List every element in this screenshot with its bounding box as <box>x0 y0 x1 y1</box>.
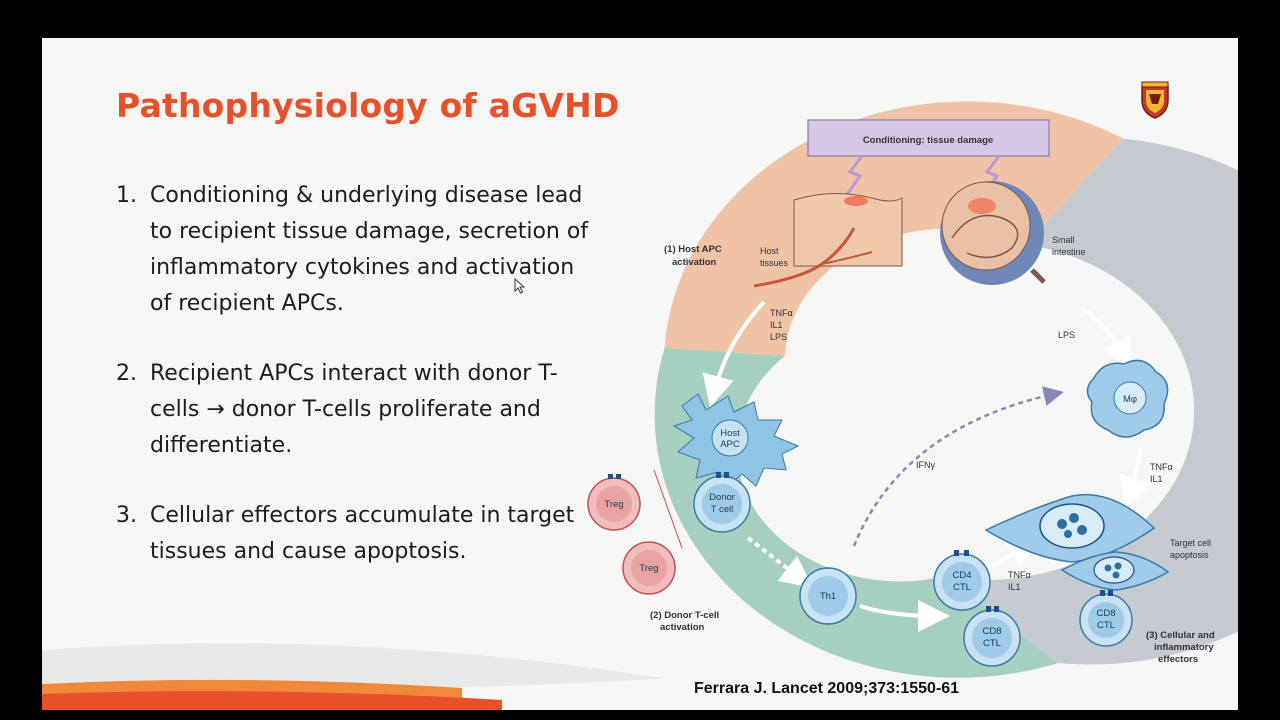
svg-text:Donor: Donor <box>709 492 735 503</box>
cd8-ctl-cell: CD8 CTL <box>963 606 1021 667</box>
svg-text:LPS: LPS <box>1058 330 1075 340</box>
svg-text:CTL: CTL <box>1097 620 1115 631</box>
point-text: Conditioning & underlying disease lead t… <box>150 183 589 316</box>
svg-text:IL1: IL1 <box>1150 474 1163 484</box>
point-text: Cellular effectors accumulate in target … <box>150 503 575 564</box>
citation: Ferrara J. Lancet 2009;373:1550-61 <box>694 680 960 697</box>
svg-text:T cell: T cell <box>711 504 734 515</box>
point-text: Recipient APCs interact with donor T-cel… <box>150 361 558 458</box>
svg-text:CD4: CD4 <box>952 570 971 581</box>
svg-text:intestine: intestine <box>1052 247 1086 257</box>
svg-text:tissues: tissues <box>760 258 789 268</box>
svg-text:Treg: Treg <box>604 499 623 510</box>
svg-text:TNFα: TNFα <box>1008 570 1031 580</box>
svg-text:Treg: Treg <box>639 563 658 574</box>
conditioning-banner: Conditioning: tissue damage <box>807 119 1050 197</box>
list-item: 2.Recipient APCs interact with donor T-c… <box>116 361 558 458</box>
svg-text:Conditioning: tissue damage: Conditioning: tissue damage <box>863 135 993 146</box>
svg-text:CD8: CD8 <box>1096 608 1115 619</box>
svg-text:(1) Host APC: (1) Host APC <box>664 244 722 255</box>
svg-text:CTL: CTL <box>953 582 971 593</box>
slide: Pathophysiology of aGVHD 1.Conditioning … <box>42 38 1238 710</box>
mouse-cursor-icon <box>514 278 526 294</box>
svg-text:LPS: LPS <box>770 332 787 342</box>
svg-text:Mφ: Mφ <box>1123 394 1137 405</box>
th1-cell: Th1 <box>799 567 857 625</box>
treg-cell-1: Treg <box>587 474 641 531</box>
target-cell-upper <box>984 493 1156 563</box>
target-cell-lower <box>1060 551 1170 591</box>
svg-text:IFNγ: IFNγ <box>916 460 935 470</box>
cd8-ctl-cell-right: CD8 CTL <box>1079 590 1133 647</box>
agvhd-diagram: Conditioning: tissue damage Host tissues… <box>587 101 1238 678</box>
svg-text:CTL: CTL <box>983 638 1001 649</box>
footer-decoration <box>42 643 662 710</box>
svg-text:CD8: CD8 <box>982 626 1001 637</box>
list-item: 1.Conditioning & underlying disease lead… <box>116 183 589 316</box>
cd4-ctl-cell: CD4 CTL <box>933 550 991 611</box>
svg-text:Host: Host <box>720 428 740 439</box>
svg-text:Target cell: Target cell <box>1170 538 1211 548</box>
bullet-list: 1.Conditioning & underlying disease lead… <box>116 178 596 604</box>
svg-text:apoptosis: apoptosis <box>1170 550 1209 560</box>
svg-text:IL1: IL1 <box>770 320 783 330</box>
svg-text:TNFα: TNFα <box>1150 462 1173 472</box>
donor-t-cell: Donor T cell <box>693 472 751 533</box>
slide-title: Pathophysiology of aGVHD <box>116 86 620 125</box>
svg-text:activation: activation <box>672 257 717 268</box>
svg-text:APC: APC <box>720 439 740 450</box>
svg-text:(3) Cellular and: (3) Cellular and <box>1146 630 1215 641</box>
host-tissue-illustration: Host tissues <box>753 192 903 288</box>
svg-text:Th1: Th1 <box>820 591 836 602</box>
svg-text:Small: Small <box>1052 235 1075 245</box>
macrophage-cell: Mφ <box>1086 359 1169 438</box>
host-apc-cell: Host APC <box>672 393 800 489</box>
university-crest-icon <box>1141 81 1169 119</box>
svg-text:(2) Donor T-cell: (2) Donor T-cell <box>650 610 719 621</box>
svg-text:TNFα: TNFα <box>770 308 793 318</box>
svg-text:inflammatory: inflammatory <box>1154 642 1214 653</box>
treg-cell-2: Treg <box>622 541 676 595</box>
svg-text:IL1: IL1 <box>1008 582 1021 592</box>
svg-text:Host: Host <box>760 246 779 256</box>
list-item: 3.Cellular effectors accumulate in targe… <box>116 503 575 564</box>
small-intestine-illustration: Small intestine <box>940 181 1086 285</box>
svg-text:activation: activation <box>660 622 705 633</box>
svg-text:effectors: effectors <box>1158 654 1198 665</box>
